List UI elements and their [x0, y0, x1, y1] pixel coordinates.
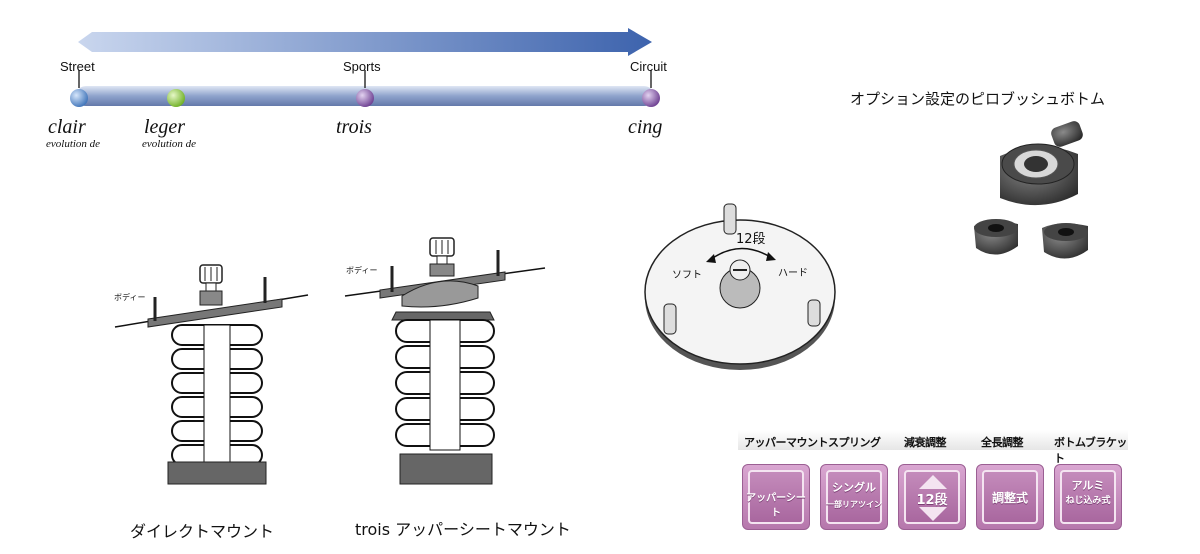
upper-seat-icon	[748, 470, 804, 524]
grade-leger: leger	[144, 116, 186, 138]
stiffness-scale: Street Sports Circuit clair evolution de…	[40, 28, 700, 158]
damping-adjuster-diagram: 12段 ソフト ハード	[640, 196, 840, 381]
spec-tile-spring-text: シングル	[832, 481, 876, 494]
spec-header-bar	[738, 430, 1128, 450]
spec-tile-length-text: 調整式	[991, 491, 1028, 505]
scale-graphic	[70, 28, 660, 107]
direct-mount-diagram	[110, 255, 320, 485]
spec-header-bracket: ボトムブラケット	[1054, 436, 1127, 465]
direction-arrow	[78, 28, 652, 56]
spec-tile-bracket-text: アルミ	[1071, 479, 1105, 492]
bracket-icon	[1060, 470, 1116, 524]
spec-header-spring: スプリング	[828, 436, 881, 449]
scale-label-circuit: Circuit	[630, 59, 667, 74]
spec-tile-spring: シングル 一部リアツイン	[820, 464, 888, 530]
spring-icon	[826, 470, 882, 524]
spec-tile-bracket-subtext: ねじ込み式	[1065, 496, 1111, 506]
steps-label: 12段	[736, 232, 766, 247]
dot-street	[70, 89, 88, 107]
spec-header-upper-mount: アッパーマウント	[744, 436, 829, 449]
up-down-arrow-icon	[919, 475, 947, 521]
dot-leger	[167, 89, 185, 107]
upper-body-label: ボディー	[346, 266, 378, 275]
grade-clair: clair	[48, 116, 86, 138]
pillow-bush-graphic	[974, 121, 1088, 259]
spec-tile-upper-mount-text: アッパーシート	[746, 493, 806, 519]
spec-tile-length: 調整式	[976, 464, 1044, 530]
direct-mount-caption: ダイレクトマウント	[130, 522, 275, 541]
upper-seat-mount-graphic	[344, 237, 546, 485]
adjuster-graphic	[644, 203, 836, 370]
hard-label: ハード	[778, 268, 808, 279]
scale-label-street: Street	[60, 59, 95, 74]
spec-tile-spring-subtext: 一部リアツイン	[826, 500, 882, 509]
length-adjust-icon	[982, 470, 1038, 524]
grade-leger-sub: evolution de	[142, 138, 197, 150]
grade-cing: cing	[628, 116, 663, 138]
spec-header-damping: 減衰調整	[904, 436, 947, 449]
option-title: オプション設定のピロブッシュボトム	[850, 90, 1106, 108]
spec-header-length: 全長調整	[981, 436, 1024, 449]
direct-body-label: ボディー	[114, 293, 146, 302]
direct-mount-graphic	[114, 264, 309, 485]
dot-circuit	[642, 89, 660, 107]
scale-label-sports: Sports	[343, 59, 381, 74]
grade-trois: trois	[336, 116, 372, 138]
spec-tile-damping: 12段	[898, 464, 966, 530]
dot-sports	[356, 89, 374, 107]
upper-seat-mount-caption: trois アッパーシートマウント	[355, 520, 571, 539]
soft-label: ソフト	[672, 270, 702, 281]
upper-seat-mount-diagram	[340, 232, 550, 487]
spec-tile-bracket: アルミ ねじ込み式	[1054, 464, 1122, 530]
spec-panel: アッパーマウント スプリング 減衰調整 全長調整 ボトムブラケット アッパーシー…	[738, 430, 1128, 534]
spec-tile-upper-mount: アッパーシート	[742, 464, 810, 530]
grade-clair-sub: evolution de	[46, 138, 101, 150]
pillow-bush-photo	[960, 116, 1110, 276]
spec-tile-damping-text: 12段	[916, 493, 948, 508]
